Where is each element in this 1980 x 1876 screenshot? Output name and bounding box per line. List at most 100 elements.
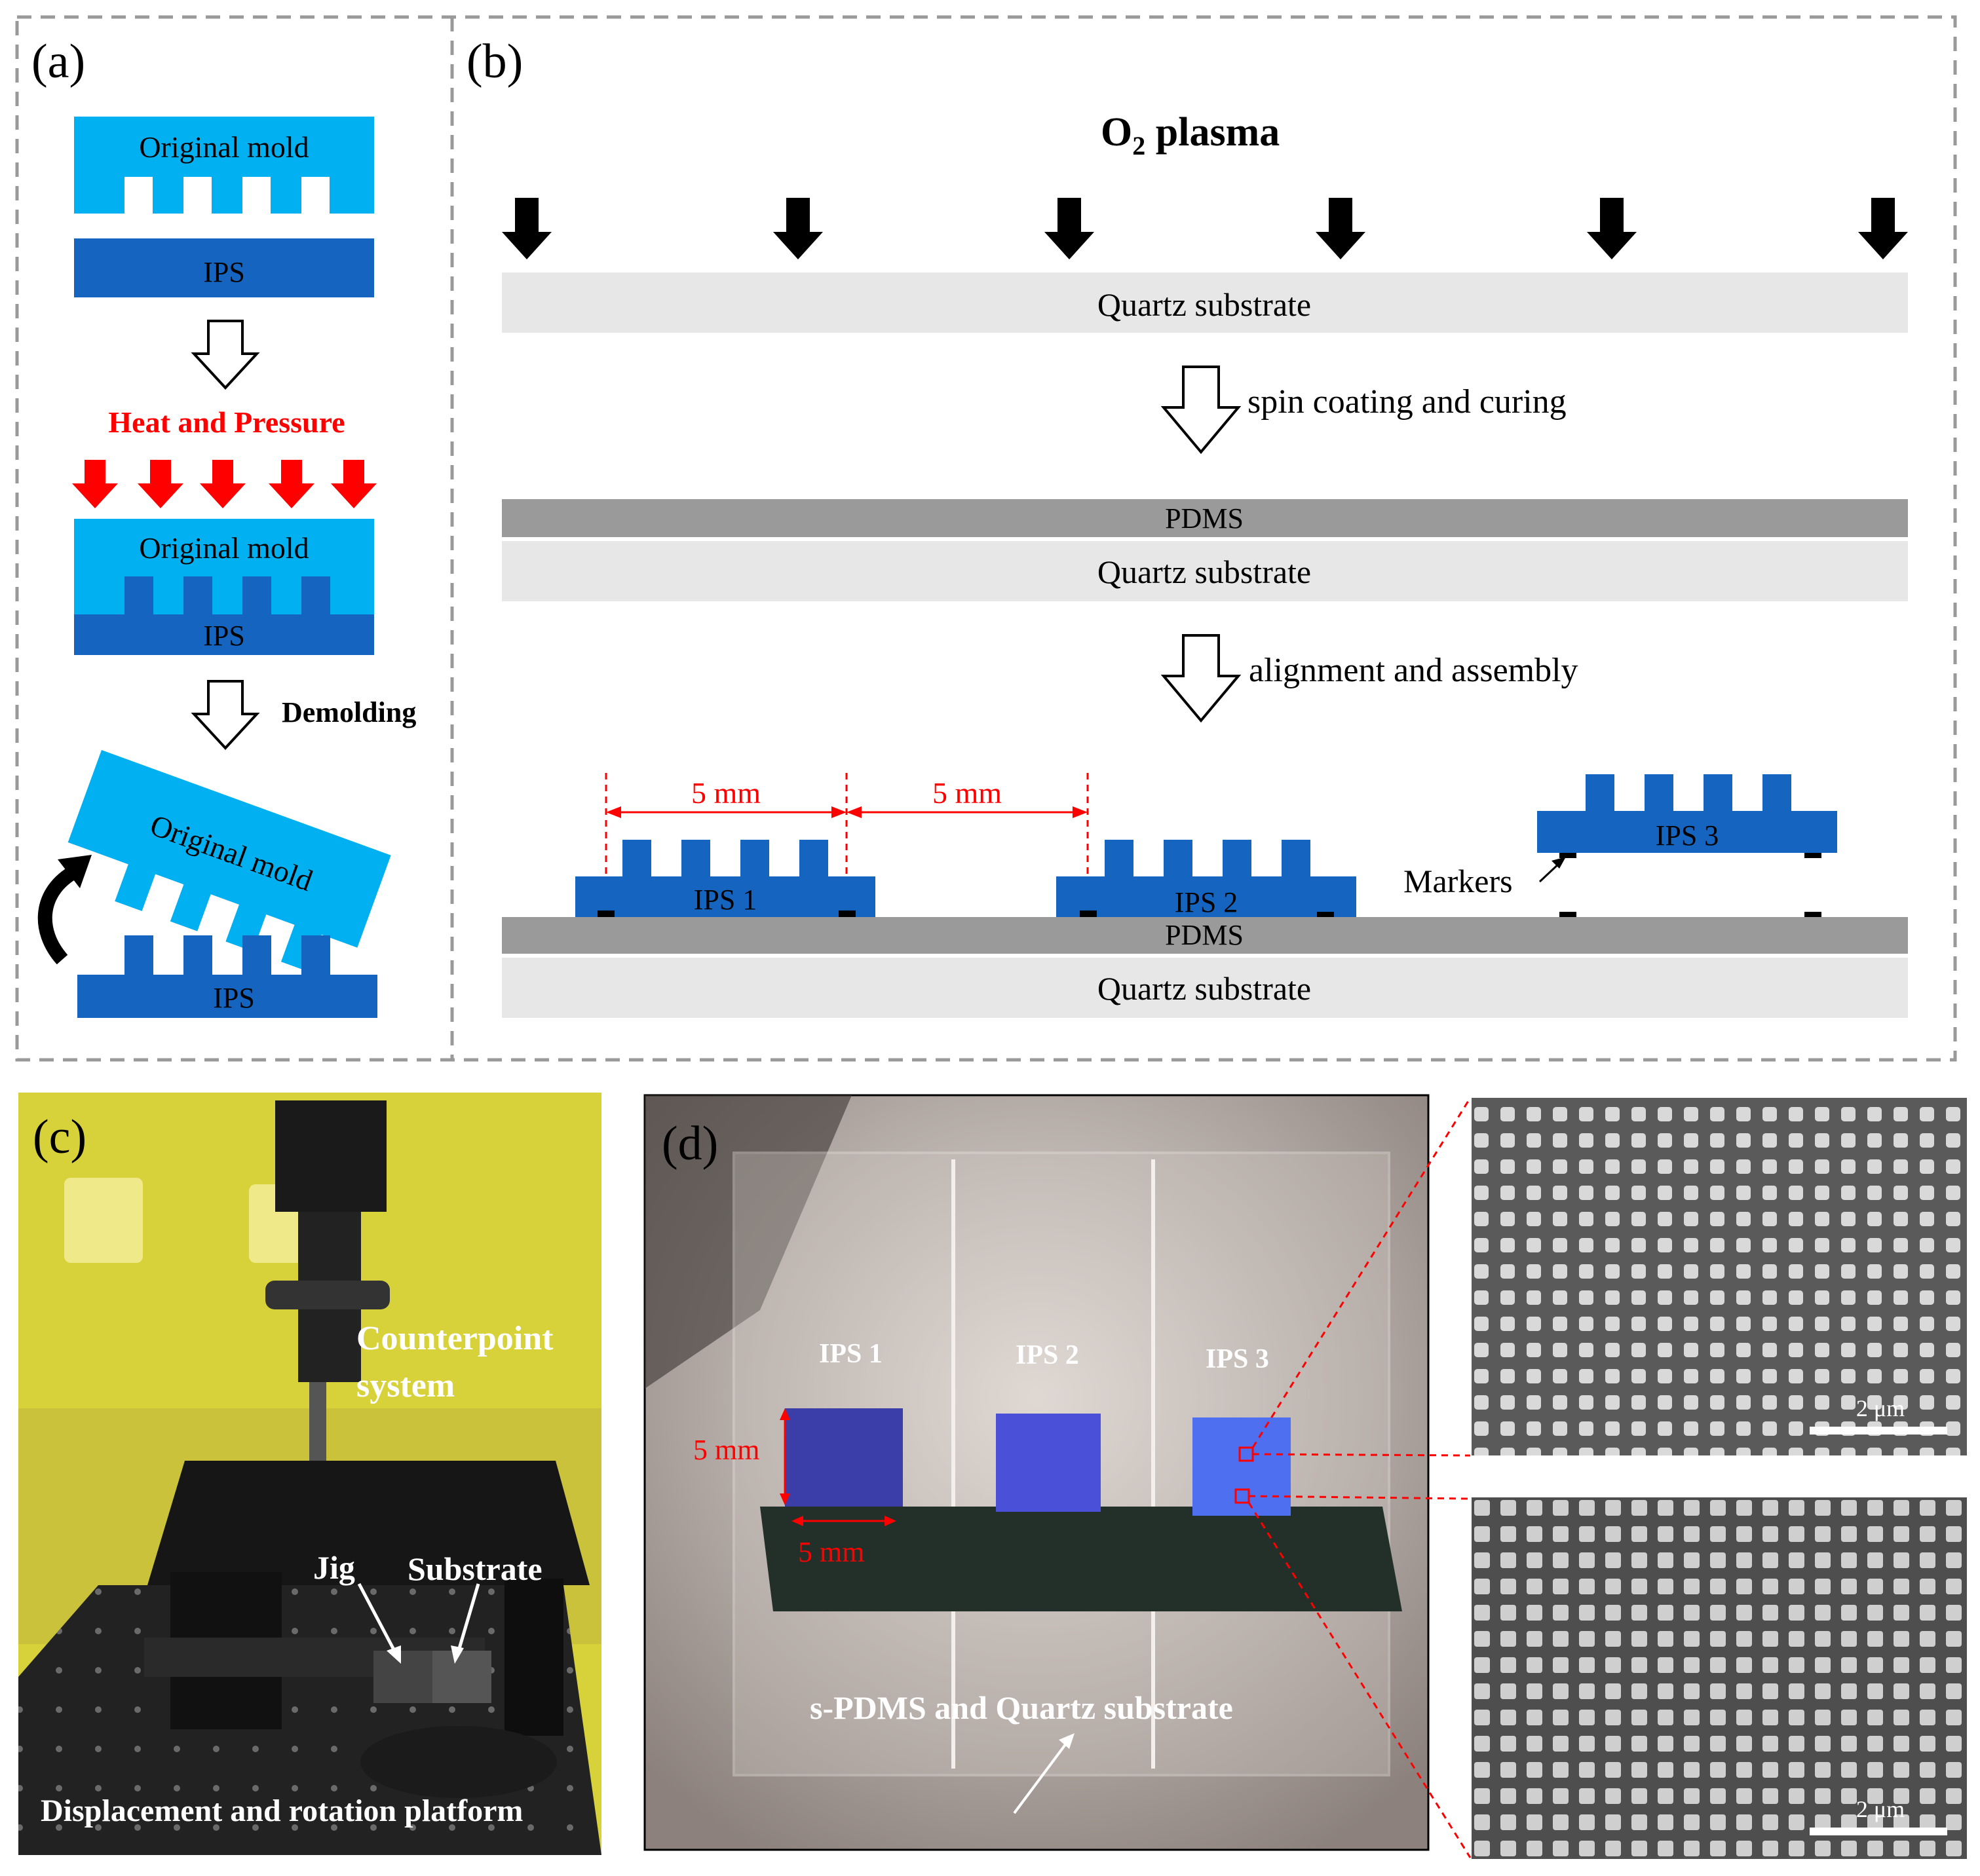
ips2-block bbox=[1056, 876, 1356, 920]
ips-label-2: IPS bbox=[203, 620, 245, 652]
curved-arrow-icon bbox=[37, 865, 79, 965]
ips-pillars-3 bbox=[124, 935, 330, 976]
side-plate bbox=[505, 1579, 563, 1736]
spdms-pointer-head bbox=[1059, 1733, 1075, 1749]
dim-label-1: 5 mm bbox=[691, 776, 761, 810]
pressure-arrows bbox=[72, 460, 377, 508]
jig-pointer bbox=[357, 1583, 398, 1655]
photo-ips1-label: IPS 1 bbox=[819, 1339, 883, 1369]
quartz-label-1: Quartz substrate bbox=[1097, 286, 1311, 323]
step2-label: alignment and assembly bbox=[1249, 652, 1578, 689]
microscope-knob bbox=[265, 1281, 390, 1309]
ips2-label: IPS 2 bbox=[1175, 886, 1238, 918]
ips3-pillars bbox=[1586, 774, 1791, 812]
panel-a: (a) Original mold IPS Heat and Pressure … bbox=[31, 35, 416, 1018]
pdms-label-2: PDMS bbox=[1165, 919, 1244, 951]
sem-image-bottom-dots bbox=[1472, 1497, 1967, 1859]
panel-a-b-frame bbox=[15, 15, 1957, 1062]
photo-d-shadow bbox=[645, 1095, 852, 1389]
rotation-stage bbox=[360, 1726, 557, 1798]
jig-label: Jig bbox=[313, 1549, 355, 1586]
red-arrow-icon bbox=[72, 460, 118, 508]
ips1-block bbox=[575, 876, 875, 920]
substrate-block bbox=[432, 1651, 491, 1703]
platform-label: Displacement and rotation platform bbox=[41, 1793, 523, 1828]
quartz-substrate-2 bbox=[502, 541, 1908, 601]
black-arrow-icon bbox=[773, 198, 823, 259]
panel-a-label: (a) bbox=[31, 35, 85, 88]
ips2-sample bbox=[996, 1414, 1101, 1512]
photo-dim-v-label: 5 mm bbox=[693, 1434, 759, 1466]
photo-dim-h-label: 5 mm bbox=[798, 1536, 864, 1568]
photo-ips3-label: IPS 3 bbox=[1206, 1344, 1269, 1374]
markers-pointer-head bbox=[1552, 857, 1566, 869]
curved-arrow-head bbox=[58, 855, 92, 888]
marker bbox=[1080, 910, 1097, 917]
panel-b: (b) O2 plasma Quartz substrate spin coat… bbox=[466, 35, 1908, 1018]
ips-block-3 bbox=[77, 975, 377, 1018]
photo-dimension bbox=[780, 1408, 896, 1526]
dim-label-2: 5 mm bbox=[932, 776, 1002, 810]
down-arrow-icon bbox=[1160, 366, 1242, 455]
dimension-lines bbox=[605, 773, 1089, 954]
ips-pillars-2 bbox=[124, 576, 330, 617]
panel-c-label: (c) bbox=[33, 1110, 86, 1164]
dark-band bbox=[760, 1507, 1402, 1611]
down-arrow-icon bbox=[191, 320, 260, 390]
quartz-substrate-1 bbox=[502, 272, 1908, 333]
quartz-substrate-3 bbox=[502, 958, 1908, 1018]
ips-label-1: IPS bbox=[203, 256, 245, 288]
ips1-pillars bbox=[622, 840, 828, 878]
panel-b-label: (b) bbox=[466, 35, 523, 88]
marker bbox=[1317, 912, 1334, 918]
zoom-lines bbox=[1247, 1097, 1472, 1858]
ips1-label: IPS 1 bbox=[694, 884, 757, 916]
marker bbox=[839, 910, 856, 917]
marker bbox=[1559, 853, 1576, 858]
ips3-block bbox=[1537, 811, 1837, 853]
jig-block bbox=[373, 1651, 432, 1703]
black-arrow-icon bbox=[1587, 198, 1637, 259]
mold-label-2: Original mold bbox=[139, 531, 309, 565]
red-arrow-icon bbox=[269, 460, 314, 508]
sem-top-scalebar bbox=[1810, 1427, 1947, 1435]
ips1-sample bbox=[785, 1408, 903, 1507]
spdms-label: s-PDMS and Quartz substrate bbox=[810, 1689, 1233, 1726]
red-arrow-icon bbox=[331, 460, 377, 508]
substrate-pointer bbox=[457, 1583, 480, 1651]
panel-d-label: (d) bbox=[662, 1117, 718, 1171]
marker bbox=[1804, 853, 1821, 858]
microscope-base bbox=[147, 1461, 590, 1585]
substrate-pointer-head bbox=[451, 1645, 464, 1664]
demolding-label: Demolding bbox=[282, 696, 416, 728]
dimension-arrows bbox=[606, 806, 1088, 818]
red-arrow-icon bbox=[200, 460, 246, 508]
photo-ips2-label: IPS 2 bbox=[1016, 1340, 1079, 1370]
heat-pressure-label: Heat and Pressure bbox=[108, 405, 345, 439]
jig-pointer-head bbox=[387, 1645, 401, 1664]
down-arrow-icon bbox=[191, 680, 260, 750]
black-arrow-icon bbox=[1316, 198, 1365, 259]
sem-bottom-scale-label: 2 μm bbox=[1856, 1796, 1905, 1822]
counterpoint-line1: Counterpoint bbox=[356, 1320, 554, 1357]
black-arrow-icon bbox=[502, 198, 552, 259]
black-arrow-icon bbox=[1858, 198, 1908, 259]
sem-bottom-scalebar bbox=[1810, 1828, 1947, 1835]
step1-label: spin coating and curing bbox=[1247, 383, 1567, 421]
quartz-label-3: Quartz substrate bbox=[1097, 970, 1311, 1007]
panel-d: (d) IPS 1 IPS 2 IPS 3 5 mm 5 mm s-PDMS a… bbox=[643, 1094, 1967, 1859]
plasma-title: O2 plasma bbox=[1101, 110, 1280, 160]
ips-label-3: IPS bbox=[213, 982, 255, 1014]
camera-body bbox=[275, 1100, 387, 1212]
counterpoint-line2: system bbox=[356, 1367, 455, 1404]
ips-block-2 bbox=[74, 614, 374, 655]
down-arrow-icon bbox=[1160, 634, 1242, 723]
black-arrow-icon bbox=[1044, 198, 1094, 259]
panel-c: (c) Counterpoint system Jig Substrate Di… bbox=[18, 1093, 601, 1855]
markers-label: Markers bbox=[1403, 863, 1513, 899]
tilted-mold: Original mold bbox=[67, 750, 391, 972]
pdms-label-1: PDMS bbox=[1165, 502, 1244, 535]
pdms-layer-1 bbox=[502, 499, 1908, 537]
marker bbox=[598, 910, 615, 917]
quartz-label-2: Quartz substrate bbox=[1097, 553, 1311, 590]
